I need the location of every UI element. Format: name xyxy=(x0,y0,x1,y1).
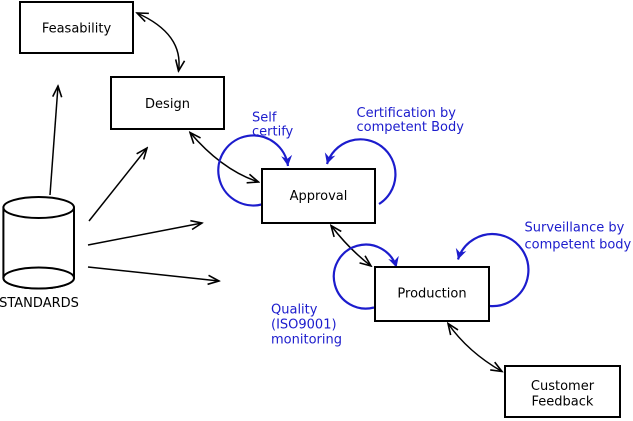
loop-self-certify xyxy=(217,134,293,207)
annotation-certification: Certification by competent Body xyxy=(357,106,465,135)
quality-line2: (ISO9001) xyxy=(271,318,337,333)
connector-design-approval xyxy=(190,133,259,183)
self-certify-line2: certify xyxy=(252,125,294,140)
certification-line1: Certification by xyxy=(357,106,457,121)
certification-line2: competent Body xyxy=(357,120,465,135)
surveillance-line1: Surveillance by xyxy=(525,221,625,236)
quality-line3: monitoring xyxy=(271,333,342,348)
arrow-standards-to-design xyxy=(88,148,147,222)
connector-production-customer-feedback xyxy=(448,324,502,372)
node-design: Design xyxy=(110,76,225,130)
self-certify-line1: Self xyxy=(252,111,277,126)
annotation-surveillance: Surveillance by competent body xyxy=(525,221,632,253)
node-feasability: Feasability xyxy=(19,1,134,54)
standards-label: STANDARDS xyxy=(0,296,79,311)
approval-box xyxy=(261,168,376,224)
quality-line1: Quality xyxy=(271,303,318,318)
customer-feedback-box xyxy=(504,365,621,418)
connector-feasability-design xyxy=(137,13,179,71)
arrow-standards-to-production xyxy=(87,266,219,281)
design-box xyxy=(110,76,225,130)
production-label: Production xyxy=(397,287,466,302)
loop-certification xyxy=(324,138,397,205)
loop-quality-monitoring xyxy=(332,243,399,310)
feasability-label: Feasability xyxy=(42,22,112,37)
customer-feedback-label-line2: Feedback xyxy=(532,395,594,410)
arrow-standards-to-feasability xyxy=(49,86,58,196)
node-approval: Approval xyxy=(261,168,376,224)
customer-feedback-label-line1: Customer xyxy=(531,379,595,394)
annotation-self-certify: Self certify xyxy=(252,111,294,140)
cylinder-bottom-ellipse xyxy=(2,266,75,290)
arrow-standards-to-approval xyxy=(87,223,202,246)
connector-approval-production xyxy=(331,226,371,267)
approval-label: Approval xyxy=(290,189,348,204)
cylinder-top-ellipse xyxy=(2,196,75,219)
design-label: Design xyxy=(145,97,190,112)
standards-cylinder: STANDARDS xyxy=(0,196,79,311)
annotation-quality-monitoring: Quality (ISO9001) monitoring xyxy=(271,303,342,348)
node-production: Production xyxy=(374,266,490,322)
node-customer-feedback: Customer Feedback xyxy=(504,365,621,418)
feasability-box xyxy=(19,1,134,54)
surveillance-line2: competent body xyxy=(525,238,632,253)
loop-surveillance xyxy=(455,233,530,308)
production-box xyxy=(374,266,490,322)
